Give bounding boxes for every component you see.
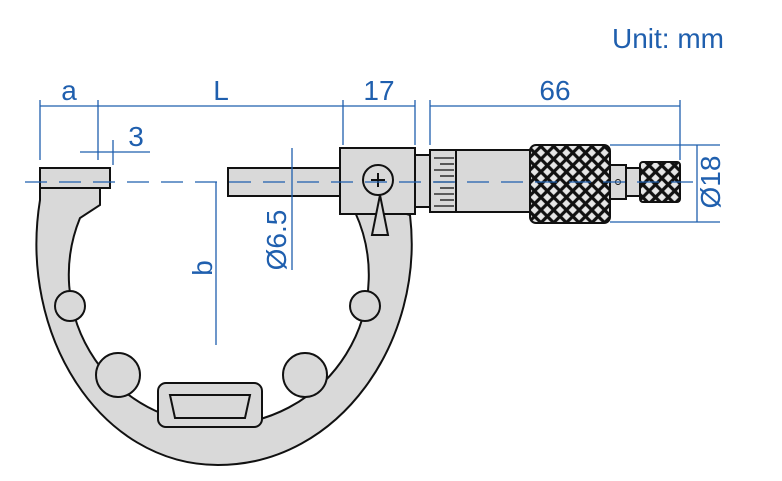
frame-hole: [349, 290, 381, 322]
lock-lever: [370, 194, 390, 236]
dim-a: a: [61, 75, 77, 106]
frame: [35, 167, 413, 467]
frame-hole: [282, 352, 328, 398]
micrometer-head: [227, 144, 681, 236]
dim-b: b: [187, 260, 218, 276]
screw-cross-icon: [371, 173, 385, 187]
dim-3: 3: [128, 121, 144, 152]
dimension-lines: [25, 100, 720, 345]
frame-hole: [54, 290, 86, 322]
dim-L: L: [213, 75, 229, 106]
thimble-scale: [429, 149, 457, 213]
dim-dia-6-5: Ø6.5: [261, 210, 292, 271]
dim-dia-18: Ø18: [695, 156, 726, 209]
anvil: [39, 167, 111, 189]
frame-hole: [95, 352, 141, 398]
dim-66: 66: [539, 75, 570, 106]
unit-label: Unit: mm: [612, 23, 724, 54]
thimble: [455, 149, 531, 213]
sleeve-collar: [414, 154, 431, 208]
insulation-plate-inner: [168, 394, 252, 419]
dim-17: 17: [363, 75, 394, 106]
knurled-thimble: [529, 144, 611, 224]
